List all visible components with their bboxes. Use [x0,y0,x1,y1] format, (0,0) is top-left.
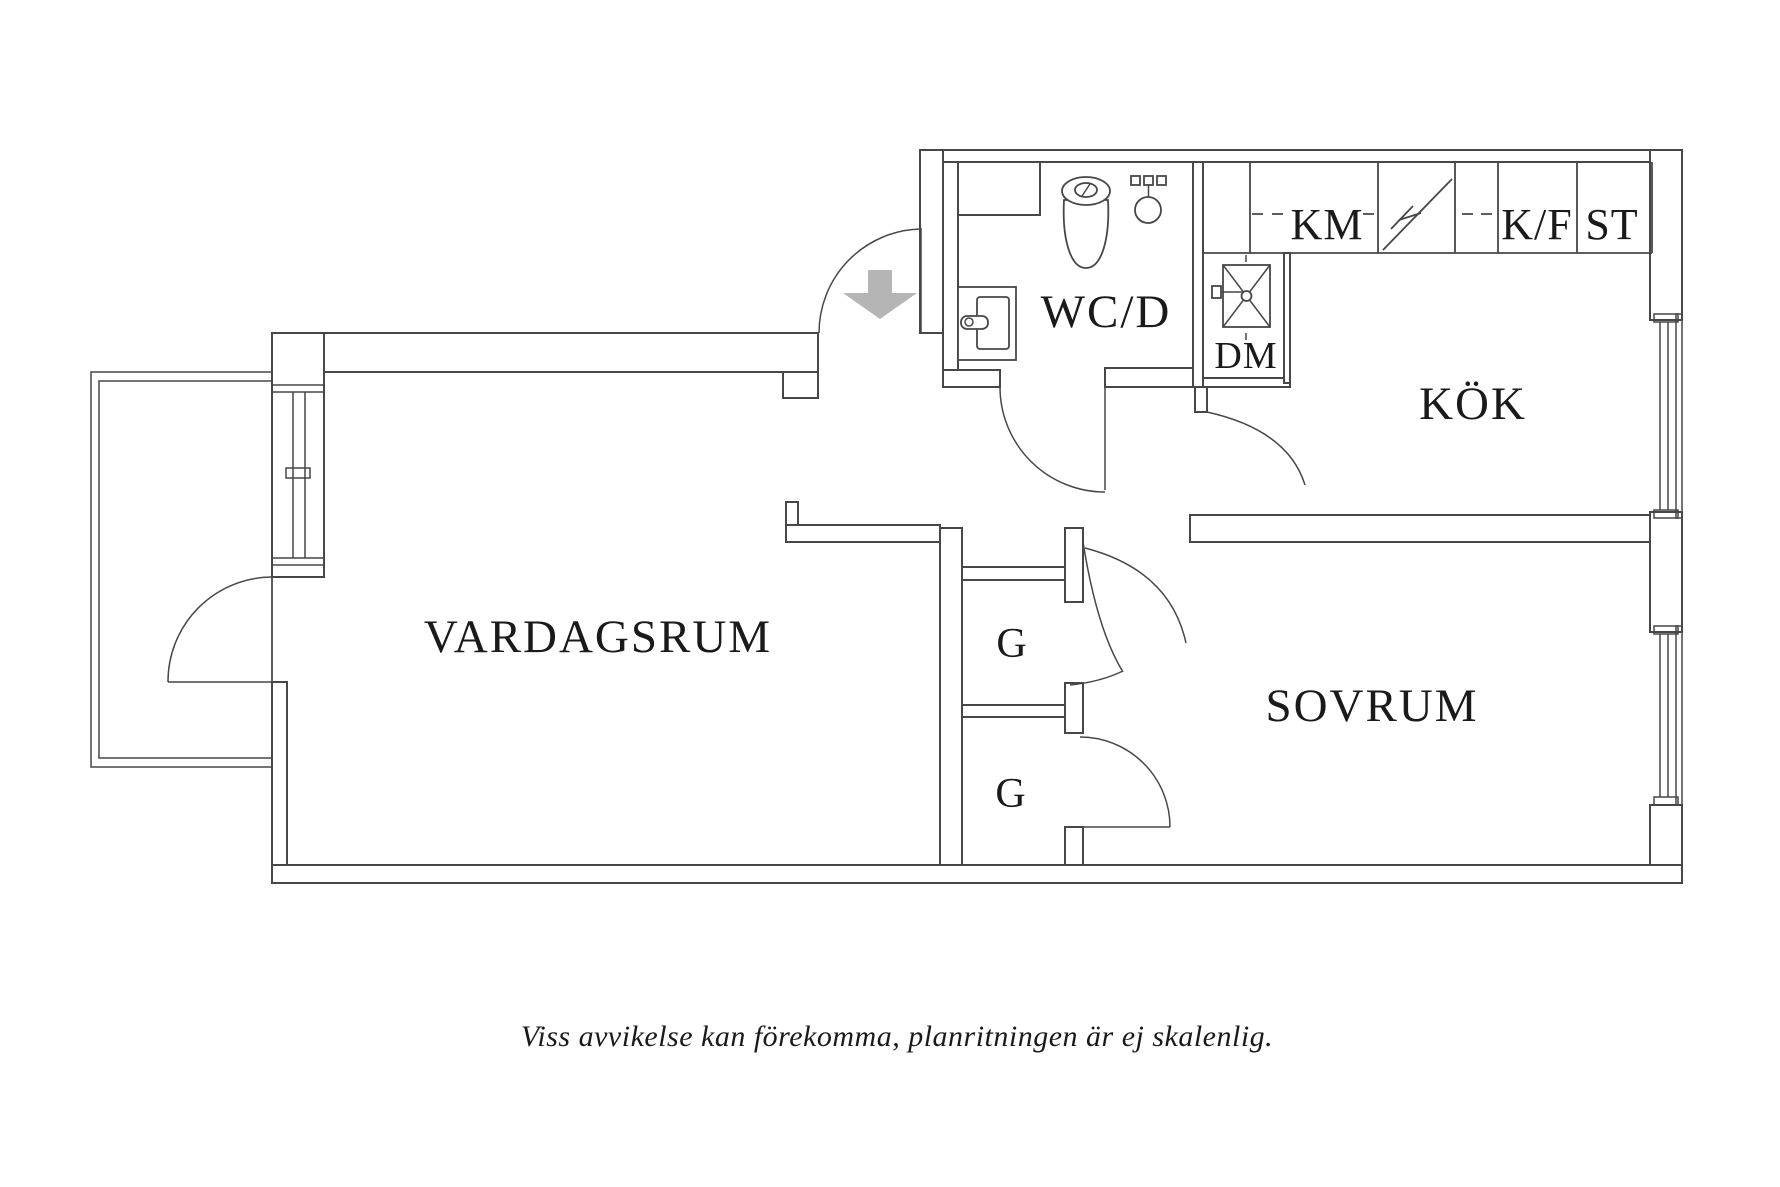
label-tall-cabinet: ST [1585,200,1638,249]
window-kitchen [1653,313,1683,519]
window-living-room [271,384,325,566]
wall-right-middle [1649,511,1683,633]
balcony [90,371,273,768]
wall-hall [785,524,941,543]
shower-icon [1130,175,1167,224]
wall-entry-stub [782,371,819,399]
wall-closet-top [961,566,1066,581]
wall-closet-mid [961,704,1066,718]
wall-hall-return [785,501,799,526]
kitchen-cabinets [1203,162,1653,254]
disclaimer-text: Viss avvikelse kan förekomma, planritnin… [521,1020,1273,1053]
entry-direction-arrow [843,270,917,319]
wall-wc-west [942,161,959,388]
wall-wc-south-east [1104,367,1204,388]
wall-closet-east-lower [1064,826,1084,866]
window-bedroom [1653,625,1683,806]
wardrobe-2-door [1079,736,1171,828]
wall-closet-east-center [1064,682,1084,734]
label-wardrobe-1: G [996,621,1027,667]
label-bathroom: WC/D [1041,286,1172,338]
wall-kitchen-west [1283,252,1291,384]
sink-bench-icon [1382,178,1453,251]
label-bedroom: SOVRUM [1265,680,1478,732]
entry-door [818,228,922,334]
balcony-door [167,576,273,683]
bathroom-door [999,386,1106,493]
wall-bedroom-north [1189,514,1651,543]
wall-living-room-east [939,527,963,866]
wall-wc-east [1192,161,1204,388]
wall-closet-east-upper [1064,527,1084,603]
dishwasher-icon [1211,255,1271,340]
kitchen-door [1206,411,1306,486]
label-wardrobe-2: G [995,771,1026,817]
label-living-room: VARDAGSRUM [424,611,772,663]
wall-right-upper [1649,149,1683,321]
wall-bottom [271,864,1683,884]
walls [271,149,1683,884]
sink-icon [957,286,1017,361]
wall-wc-shaft [957,161,1041,216]
label-fridge-freezer: K/F [1501,200,1572,249]
label-dishwasher: DM [1214,335,1277,377]
wall-kitchen-door-jamb [1194,386,1208,413]
wall-dm-south [1202,377,1291,388]
bedroom-door [1082,541,1187,673]
wardrobe-1-door [1069,670,1124,686]
wall-upper-left [919,149,944,334]
wall-left-lower [271,681,288,866]
wall-living-room-top [271,332,819,373]
toilet-icon [1061,176,1111,269]
wall-left-window-block [271,332,325,578]
wall-wc-south-west [942,369,1001,388]
wall-top [919,149,1683,163]
label-kitchen: KÖK [1419,378,1527,430]
label-washing-machine: KM [1291,200,1364,249]
